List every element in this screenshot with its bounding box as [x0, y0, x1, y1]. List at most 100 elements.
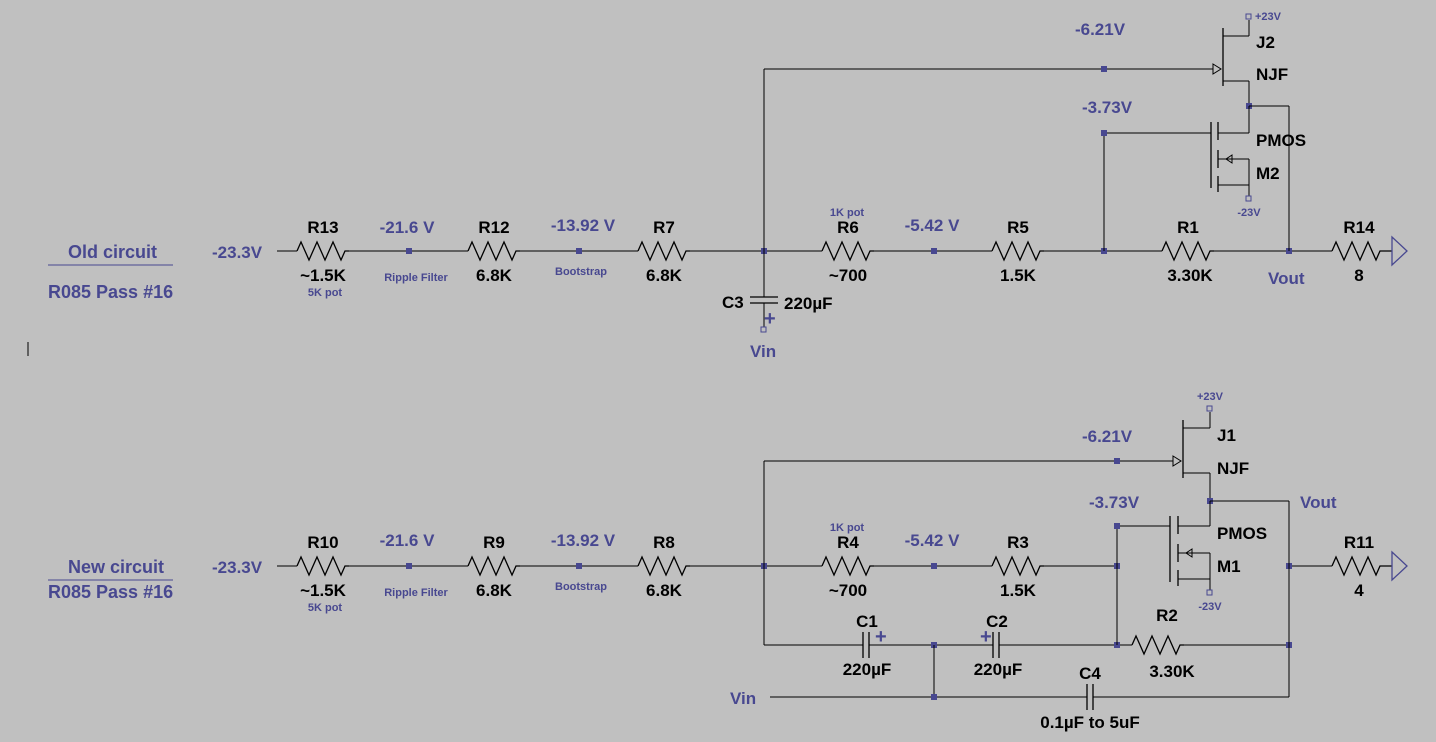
junction-dot — [1114, 458, 1120, 464]
r4-name: R4 — [837, 533, 859, 552]
pos-rail-pin[interactable] — [1245, 13, 1252, 20]
r6-name: R6 — [837, 218, 859, 237]
junction-dot — [406, 248, 412, 254]
node-voltage-label: -5.42 V — [905, 531, 960, 550]
m1-name: M1 — [1217, 557, 1241, 576]
old-circuit-subtitle: R085 Pass #16 — [48, 282, 173, 302]
j1-gate-arrow — [1172, 455, 1182, 467]
gate-voltage-j: -6.21V — [1075, 20, 1126, 39]
j2-name: J2 — [1256, 33, 1275, 52]
c2-name: C2 — [986, 612, 1008, 631]
neg-rail-pin[interactable] — [1206, 589, 1213, 596]
junction-dot — [931, 563, 937, 569]
r2-name: R2 — [1156, 606, 1178, 625]
r13-name: R13 — [307, 218, 338, 237]
old-circuit: Old circuit R085 Pass #16 -23.3V R13 ~1.… — [48, 11, 1408, 361]
resistor-r3-symbol[interactable] — [991, 555, 1044, 577]
r5-name: R5 — [1007, 218, 1029, 237]
vin-pin[interactable] — [760, 326, 767, 333]
pos-rail-pin[interactable] — [1206, 405, 1213, 412]
junction-dot — [1101, 130, 1107, 136]
node-voltage-label: -13.92 V — [551, 531, 616, 550]
resistor-r13-symbol[interactable] — [296, 240, 349, 262]
c1-value: 220µF — [843, 660, 892, 679]
neg-rail-pin[interactable] — [1245, 195, 1252, 202]
r7-value: 6.8K — [646, 266, 683, 285]
node-voltage-label: -13.92 V — [551, 216, 616, 235]
r3-name: R3 — [1007, 533, 1029, 552]
resistor-r11-symbol[interactable] — [1331, 555, 1392, 577]
neg-rail-label: -23V — [1198, 601, 1222, 613]
node-note-label: Bootstrap — [555, 581, 607, 593]
r4-note: 1K pot — [830, 522, 865, 534]
gate-voltage-m: -3.73V — [1089, 493, 1140, 512]
r11-name: R11 — [1344, 533, 1374, 552]
r12-value: 6.8K — [476, 266, 513, 285]
junction-dot — [1101, 66, 1107, 72]
r5-value: 1.5K — [1000, 266, 1037, 285]
gate-voltage-m: -3.73V — [1082, 98, 1133, 117]
r12-name: R12 — [478, 218, 509, 237]
c3-polarity: + — [764, 308, 776, 330]
r6-value: ~700 — [829, 266, 867, 285]
junction-dot — [576, 248, 582, 254]
r8-value: 6.8K — [646, 581, 683, 600]
vout-label: Vout — [1300, 493, 1337, 512]
new-circuit-title: New circuit — [68, 557, 164, 577]
node-note-label: Ripple Filter — [384, 272, 448, 284]
resistor-r12-symbol[interactable] — [467, 240, 520, 262]
resistor-r1-symbol[interactable] — [1161, 240, 1214, 262]
r8-name: R8 — [653, 533, 675, 552]
m2-name: M2 — [1256, 164, 1280, 183]
vin-label: Vin — [730, 689, 756, 708]
node-voltage-label: -21.6 V — [380, 218, 435, 237]
old-circuit-title: Old circuit — [68, 242, 157, 262]
r14-name: R14 — [1343, 218, 1375, 237]
junction-dot — [406, 563, 412, 569]
resistor-r14-symbol[interactable] — [1331, 240, 1392, 262]
node-note-label: Ripple Filter — [384, 587, 448, 599]
junction-dot — [931, 694, 937, 700]
resistor-r10-symbol[interactable] — [296, 555, 349, 577]
resistor-r4-symbol[interactable] — [821, 555, 874, 577]
junction-dot — [576, 563, 582, 569]
r10-name: R10 — [307, 533, 338, 552]
node-note-label: Bootstrap — [555, 266, 607, 278]
r1-name: R1 — [1177, 218, 1199, 237]
resistor-r8-symbol[interactable] — [637, 555, 690, 577]
m1-body-arrow — [1185, 548, 1193, 558]
r9-name: R9 — [483, 533, 505, 552]
new-circuit-subtitle: R085 Pass #16 — [48, 582, 173, 602]
r4-value: ~700 — [829, 581, 867, 600]
junction-dot — [931, 248, 937, 254]
node-voltage-label: -21.6 V — [380, 531, 435, 550]
r13-value: ~1.5K — [300, 266, 347, 285]
gate-voltage-j: -6.21V — [1082, 427, 1133, 446]
r10-value: ~1.5K — [300, 581, 347, 600]
output-port-arrow[interactable] — [1391, 550, 1408, 582]
output-port-arrow[interactable] — [1391, 235, 1408, 267]
j1-type: NJF — [1217, 459, 1249, 478]
c4-value: 0.1µF to 5uF — [1040, 713, 1140, 732]
resistor-r6-symbol[interactable] — [821, 240, 874, 262]
r10-note: 5K pot — [308, 602, 343, 614]
resistor-r9-symbol[interactable] — [467, 555, 520, 577]
pos-rail-label: +23V — [1197, 391, 1224, 403]
r2-value: 3.30K — [1149, 662, 1195, 681]
j1-name: J1 — [1217, 426, 1236, 445]
r13-note: 5K pot — [308, 287, 343, 299]
c2-polarity: + — [980, 626, 992, 648]
resistor-r7-symbol[interactable] — [637, 240, 690, 262]
c1-name: C1 — [856, 612, 878, 631]
m2-type: PMOS — [1256, 131, 1306, 150]
r11-value: 4 — [1354, 581, 1364, 600]
r6-note: 1K pot — [830, 207, 865, 219]
j2-type: NJF — [1256, 65, 1288, 84]
c3-name: C3 — [722, 293, 744, 312]
m2-body-arrow — [1225, 154, 1233, 164]
resistor-r2-symbol[interactable] — [1131, 634, 1184, 656]
resistor-r5-symbol[interactable] — [991, 240, 1044, 262]
c3-value: 220µF — [784, 294, 833, 313]
node-voltage-label: -5.42 V — [905, 216, 960, 235]
